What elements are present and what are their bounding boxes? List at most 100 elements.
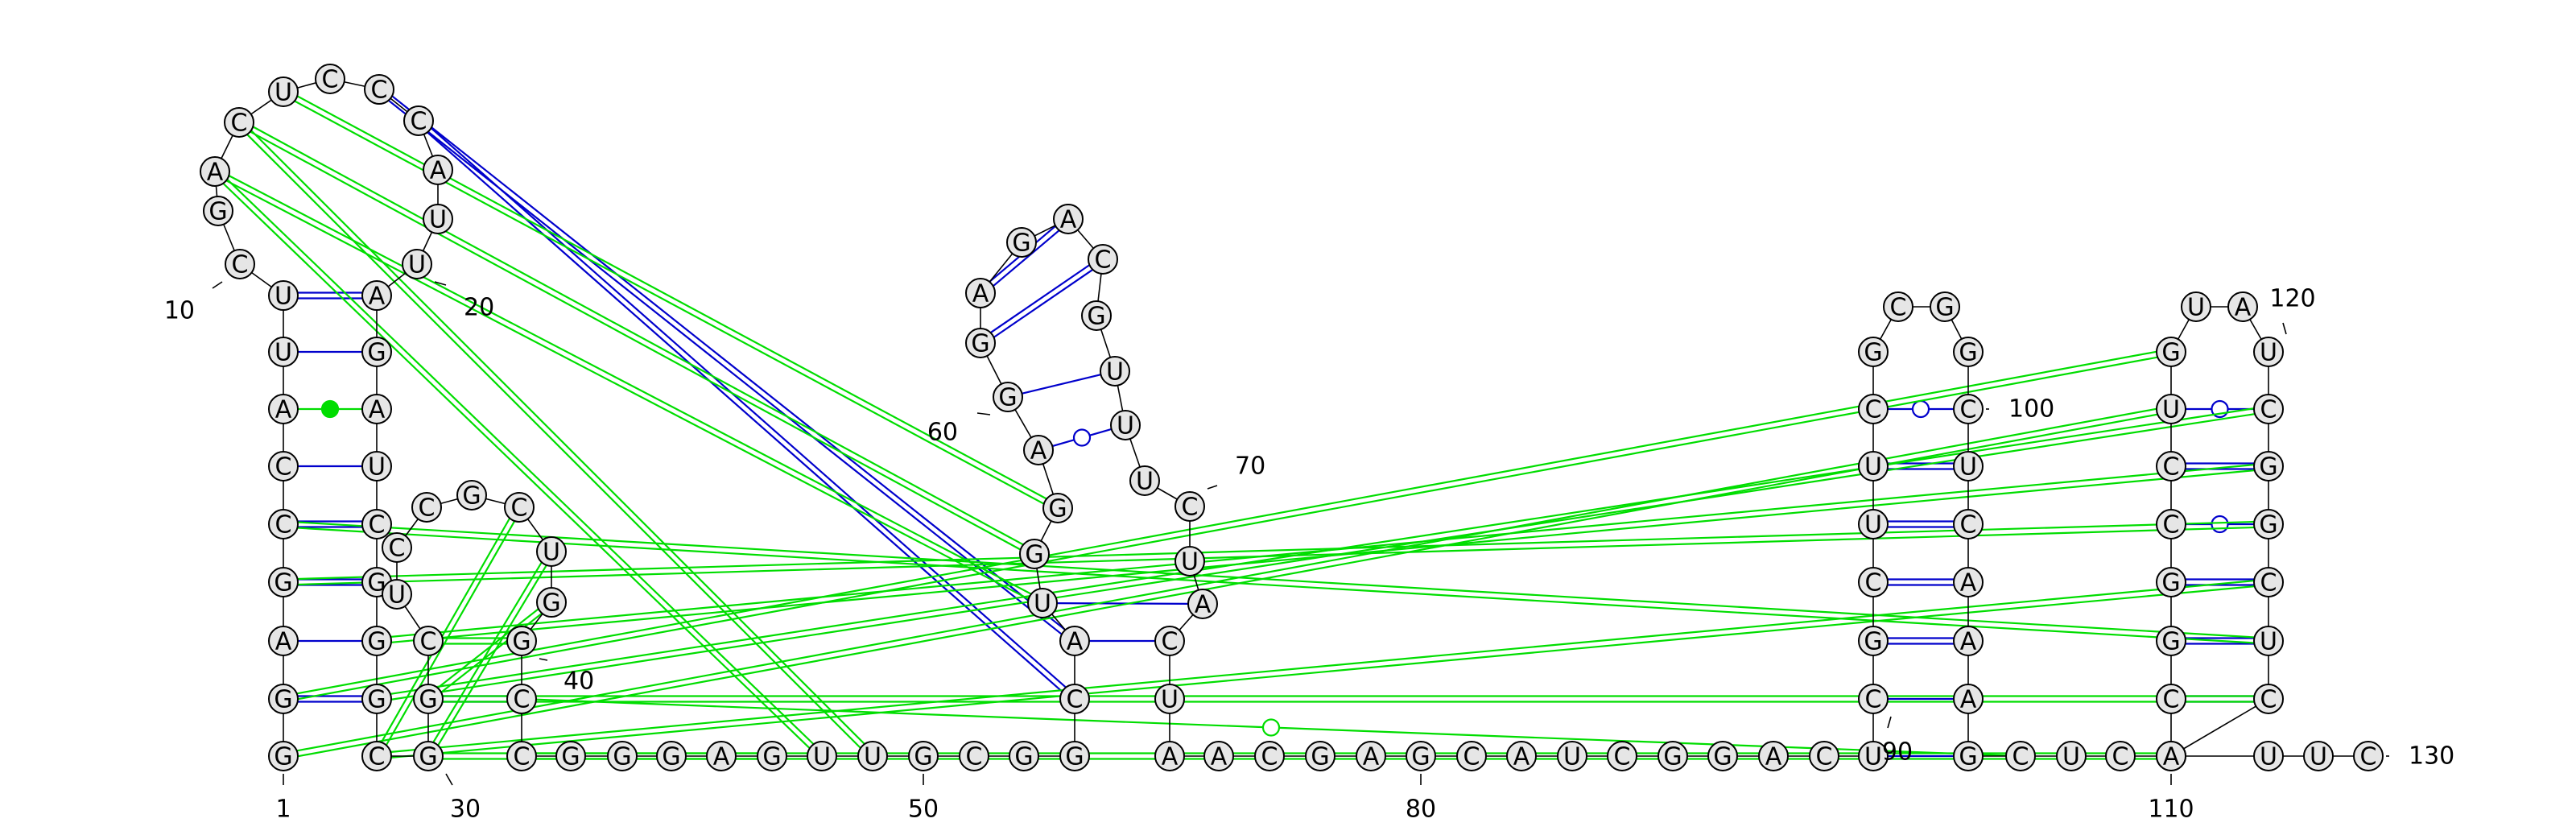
base-pair-line (297, 527, 2254, 644)
nucleotide-105: A (1953, 684, 1984, 714)
nucleotide-98: G (1930, 291, 1960, 322)
base-pair-12-48 (222, 179, 815, 749)
position-tick (539, 658, 548, 661)
nucleotide-letter: C (1463, 743, 1480, 771)
nucleotide-100: C (1953, 394, 1984, 424)
nucleotide-41: C (506, 684, 537, 714)
nucleotide-circle (1110, 410, 1141, 440)
nucleotide-36: G (456, 480, 487, 511)
nucleotide-letter: G (561, 743, 580, 771)
nucleotide-circle (1858, 394, 1889, 424)
nucleotide-3: A (268, 626, 299, 656)
nucleotide-circle (1809, 741, 1839, 771)
nucleotide-circle (2156, 741, 2186, 771)
nucleotide-circle (2227, 291, 2258, 322)
nucleotide-circle (1254, 741, 1285, 771)
nucleotide-letter: G (1311, 743, 1329, 771)
nucleotide-84: C (1607, 741, 1637, 771)
nucleotide-letter: G (367, 628, 386, 656)
base-pair-60-67 (1022, 374, 1101, 395)
base-pair-93-102 (1888, 520, 1954, 528)
nucleotide-letter: G (1663, 743, 1682, 771)
nucleotide-letter: C (411, 108, 427, 136)
nucleotide-68: U (1110, 410, 1141, 440)
nucleotide-letter: U (2062, 743, 2080, 771)
base-pair-line (380, 518, 510, 743)
nucleotide-24: U (361, 451, 392, 482)
nucleotide-letter: G (914, 743, 932, 771)
nucleotide-letter: A (1513, 743, 1530, 771)
nucleotide-89: U (1858, 741, 1889, 771)
base-pair-14-58 (294, 95, 1047, 505)
nucleotide-letter: A (1960, 569, 1977, 597)
nucleotide-letter: C (2260, 569, 2277, 597)
base-pair-line (391, 469, 2255, 643)
nucleotide-circle (1154, 626, 1185, 656)
nucleotide-10: C (225, 249, 255, 279)
nucleotide-letter: C (966, 743, 983, 771)
position-tick (1207, 485, 1218, 490)
nucleotide-20: U (402, 249, 432, 279)
nucleotide-123: G (2253, 509, 2284, 539)
nucleotide-circle (1858, 567, 1889, 597)
nucleotide-letter: C (2013, 743, 2029, 771)
nucleotide-37: C (504, 492, 535, 523)
nucleotide-69: U (1129, 465, 1160, 496)
base-pair-line (990, 264, 1090, 333)
position-label-110: 110 (2148, 796, 2194, 824)
nucleotide-circle (1100, 356, 1130, 386)
nucleotide-letter: G (2259, 511, 2277, 539)
nucleotide-circle (1081, 300, 1112, 331)
pair-open-circle-icon (1911, 399, 1930, 419)
base-pair-line (993, 229, 1060, 287)
nucleotide-letter: U (275, 79, 292, 107)
base-pair-95-100 (1888, 399, 1954, 419)
nucleotide-letter: U (1563, 743, 1581, 771)
nucleotide-letter: U (543, 539, 560, 567)
nucleotide-letter: U (1161, 686, 1179, 714)
nucleotide-circle (1187, 589, 1218, 619)
position-tick (2282, 322, 2287, 335)
nucleotide-letter: C (514, 686, 530, 714)
nucleotide-65: C (1088, 244, 1118, 275)
nucleotide-circle (2253, 394, 2284, 424)
nucleotide-circle (536, 536, 567, 567)
nucleotide-letter: U (2162, 396, 2180, 424)
nucleotide-circle (2253, 567, 2284, 597)
nucleotide-circle (1027, 588, 1058, 618)
nucleotide-letter: G (2259, 453, 2277, 482)
base-pair-line (298, 526, 2255, 586)
nucleotide-letter: U (2310, 743, 2327, 771)
nucleotide-circle (1953, 567, 1984, 597)
base-pair-line (222, 183, 811, 749)
base-pair-line (296, 407, 2157, 752)
nucleotide-29: C (361, 741, 392, 771)
nucleotide-39: G (536, 587, 567, 618)
base-pair-12-56 (225, 175, 1032, 600)
nucleotide-46: A (706, 741, 737, 771)
nucleotide-letter: U (2260, 743, 2277, 771)
nucleotide-circle (2156, 567, 2186, 597)
nucleotide-letter: A (369, 283, 386, 311)
nucleotide-letter: G (1087, 303, 1105, 331)
nucleotide-119: A (2227, 291, 2258, 322)
nucleotide-15: C (315, 64, 345, 94)
position-label-10: 10 (164, 297, 195, 325)
nucleotide-circle (2353, 741, 2384, 771)
nucleotide-circle (413, 684, 444, 714)
nucleotide-circle (2253, 741, 2284, 771)
nucleotide-circle (2156, 684, 2186, 714)
nucleotide-letter: G (274, 686, 292, 714)
nucleotide-circle (2005, 741, 2036, 771)
nucleotide-letter: G (512, 628, 530, 656)
nucleotide-112: G (2156, 626, 2186, 656)
nucleotide-121: C (2253, 394, 2284, 424)
nucleotide-letter: C (2260, 396, 2277, 424)
nucleotide-letter: G (971, 330, 989, 358)
nucleotide-circle (423, 204, 453, 234)
position-tick (445, 773, 453, 786)
nucleotide-letter: G (1025, 541, 1043, 569)
base-pair-line (431, 127, 1067, 688)
nucleotide-letter: U (388, 581, 406, 610)
